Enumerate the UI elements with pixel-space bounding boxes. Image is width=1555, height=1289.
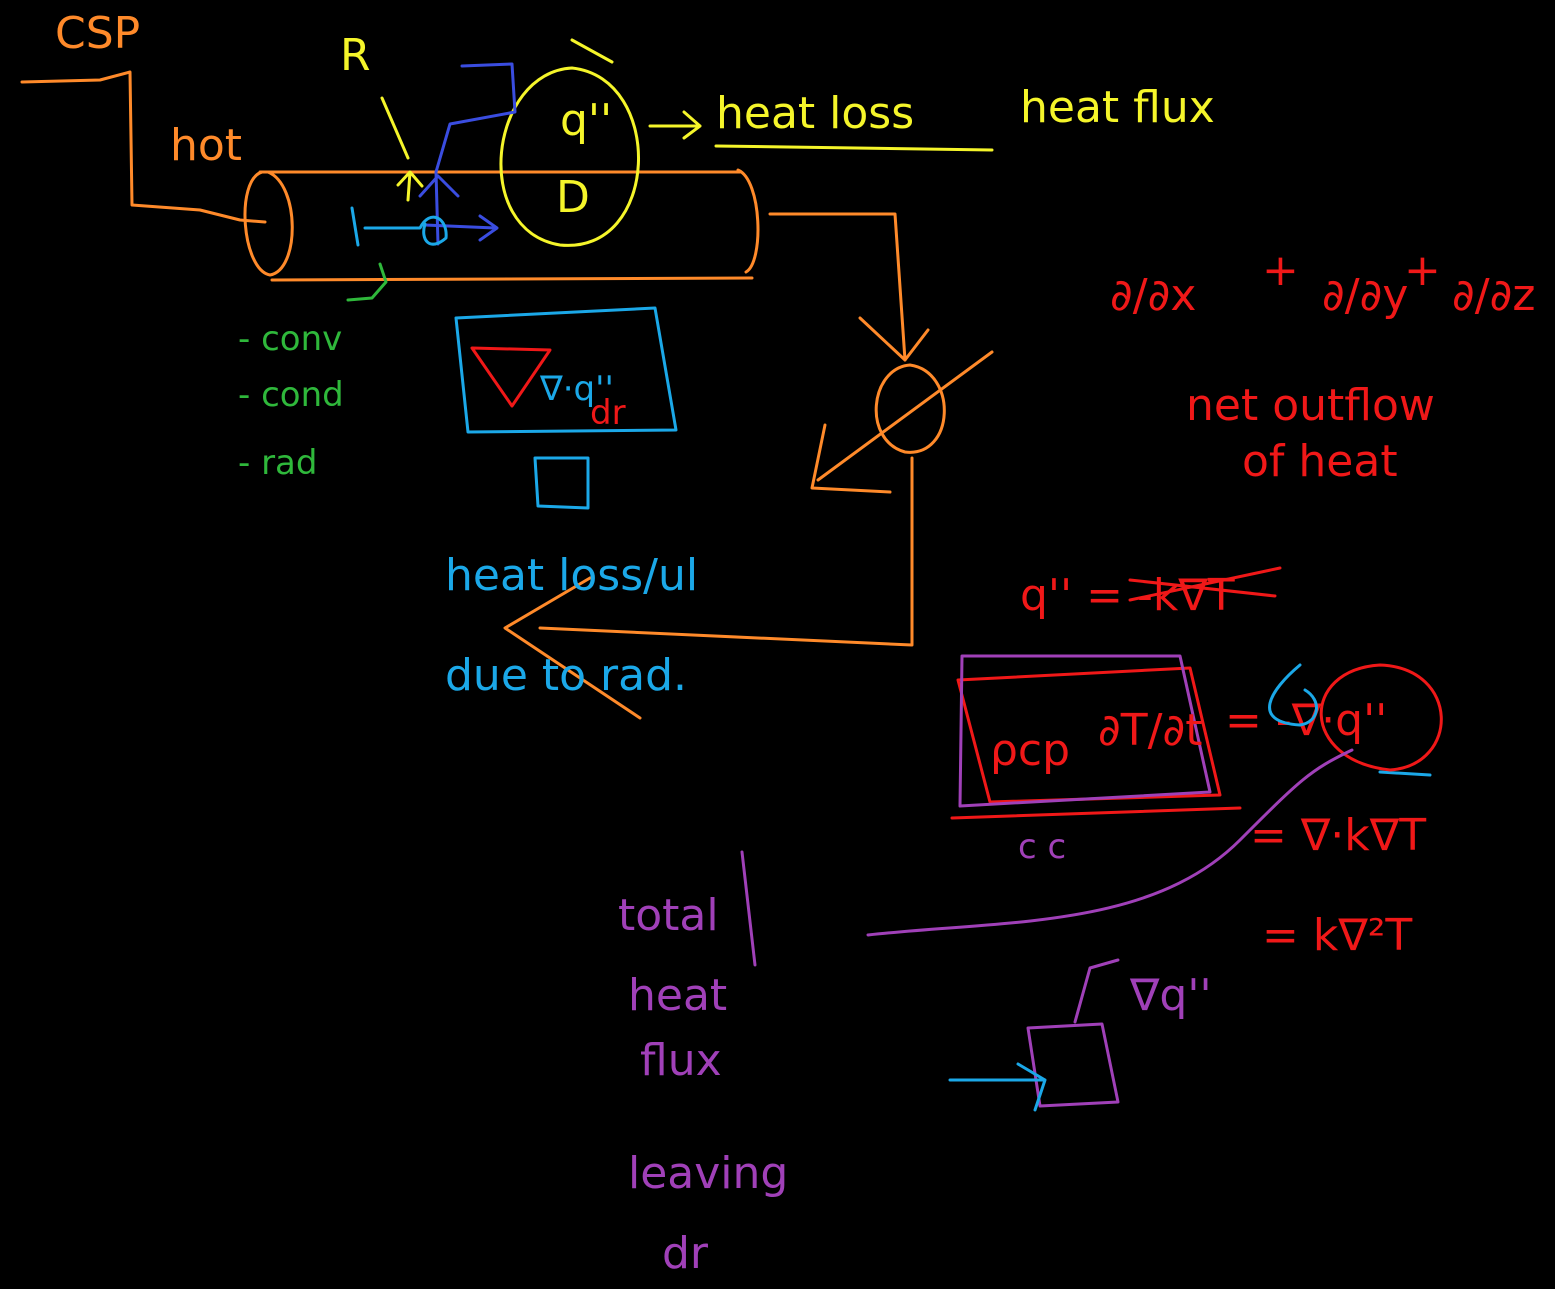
fourier-law-label: q'' = -k∇T	[1020, 570, 1235, 621]
pipe-element-scribble	[350, 206, 448, 247]
inflow-arrow	[948, 1062, 1047, 1112]
small-c-label: c c	[1018, 827, 1066, 867]
total-brace	[740, 850, 757, 967]
box-nabla-q-label: ∇q''	[1129, 970, 1212, 1021]
divergence-box	[454, 306, 678, 434]
total-flux-group: c c total heat flux leaving dr ∇q''	[618, 748, 1354, 1279]
flux-label: flux	[640, 1035, 722, 1086]
heading-underline	[714, 144, 994, 152]
pipe-left-end	[243, 170, 294, 277]
cond-label: - cond	[238, 375, 344, 415]
pipe-right-end	[736, 168, 760, 274]
r-arrow	[380, 96, 424, 202]
nabla-q-circle	[1319, 663, 1443, 772]
heat-loss-ul-label: heat loss/ul	[445, 550, 698, 601]
eq-k-lap-label: = k∇²T	[1262, 910, 1412, 961]
r-label: R	[340, 30, 371, 81]
storage-box-purple	[958, 654, 1212, 808]
flux-right-arrow	[423, 214, 499, 242]
return-line	[503, 456, 914, 720]
eq-neg-div-label: = -∇·q''	[1225, 695, 1387, 746]
heat-loss-label: heat loss	[716, 88, 914, 139]
of-heat-label: of heat	[1242, 436, 1398, 487]
d-dy-label: ∂/∂y	[1322, 270, 1408, 321]
flow-arrows-group	[350, 62, 517, 247]
q-to-heading-arrow	[648, 110, 702, 140]
nabla-glyph	[470, 346, 552, 408]
equations-group: ∂/∂x + ∂/∂y + ∂/∂z net outflow of heat q…	[950, 245, 1535, 961]
due-to-rad-label: due to rad.	[445, 650, 687, 701]
hot-label: hot	[170, 120, 242, 171]
plus-2: +	[1404, 245, 1441, 296]
pipe-arrow	[768, 212, 930, 362]
pipe-body	[258, 170, 754, 282]
storage-box-red	[950, 666, 1242, 820]
leaving-label: leaving	[628, 1148, 788, 1199]
element-box	[1026, 958, 1120, 1108]
flux-heading-group: R q'' D heat loss heat flux	[340, 30, 1215, 247]
plus-1: +	[1262, 245, 1299, 296]
heat-label: heat	[628, 970, 727, 1021]
d-label: D	[556, 172, 590, 223]
d-dx-label: ∂/∂x	[1110, 270, 1196, 321]
strikethrough	[1128, 566, 1282, 602]
conv-label: - conv	[238, 319, 342, 359]
eq-k-grad-label: = ∇·k∇T	[1250, 810, 1426, 861]
csp-feed-line	[20, 70, 267, 224]
total-label: total	[618, 890, 719, 941]
mechanisms-group: - conv - cond - rad	[238, 262, 388, 483]
divergence-note-group: ∇·q'' dr heat loss/ul due to rad.	[445, 306, 698, 701]
small-square	[533, 456, 590, 510]
neg-circle	[1268, 663, 1432, 777]
mechanisms-brace	[346, 262, 388, 302]
dr-label: dr	[590, 393, 626, 433]
rho-cp-label: ρcp	[990, 725, 1070, 776]
d-dz-label: ∂/∂z	[1452, 270, 1535, 321]
crossed-circle	[810, 350, 994, 494]
link-curve	[866, 748, 1354, 937]
q-flux-label: q''	[560, 95, 612, 146]
dT-dt-label: ∂T/∂t	[1098, 705, 1202, 756]
heat-flux-label: heat flux	[1020, 82, 1215, 133]
nabla-q-label: ∇·q''	[539, 369, 614, 409]
csp-label: CSP	[55, 8, 140, 59]
csp-pipe-group: CSP hot	[20, 8, 994, 720]
flux-curve-arrow	[418, 62, 517, 246]
net-outflow-label: net outflow	[1186, 380, 1435, 431]
rad-label: - rad	[238, 443, 317, 483]
dr-small-label: dr	[662, 1228, 709, 1279]
